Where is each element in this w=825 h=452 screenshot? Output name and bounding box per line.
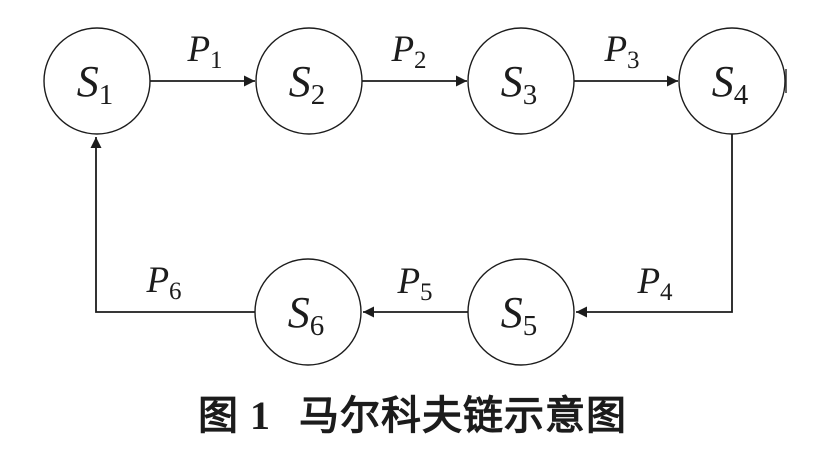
edge-label-p2: P2 [390, 29, 426, 74]
edge-s2-s3: P2 [362, 29, 467, 87]
edge-s5-s6: P5 [363, 261, 468, 318]
state-node-s1: S1 [43, 27, 151, 135]
edge-s3-s4: P3 [574, 29, 678, 87]
state-label-s2: S2 [289, 57, 326, 111]
arrow-s6-s1 [90, 137, 255, 313]
state-circle-s1 [43, 27, 151, 135]
state-label-s6: S6 [288, 288, 325, 342]
figure-caption: 图 1 马尔科夫链示意图 [0, 394, 825, 438]
state-node-s6: S6 [254, 258, 362, 366]
edge-s4-s5: P4 [576, 134, 733, 318]
state-label-s4: S4 [712, 57, 749, 111]
edge-label-p6: P6 [145, 260, 181, 305]
arrow-s4-s5 [576, 134, 733, 318]
state-circle-s4 [678, 27, 786, 135]
state-circle-s2 [255, 27, 363, 135]
edge-label-p1: P1 [186, 29, 222, 74]
edge-label-p5: P5 [396, 261, 432, 306]
edge-label-p3: P3 [603, 29, 639, 74]
edge-s1-s2: P1 [150, 29, 255, 87]
edge-s6-s1: P6 [90, 137, 255, 313]
figure-caption-title: 马尔科夫链示意图 [299, 393, 627, 438]
state-label-s1: S1 [77, 57, 114, 111]
state-node-s3: S3 [467, 27, 575, 135]
state-label-s3: S3 [501, 57, 538, 111]
nodes-layer: S1 S2 S3 S4 S5 S6 [43, 27, 787, 366]
state-node-s4: S4 [678, 27, 787, 135]
state-node-s5: S5 [467, 258, 575, 366]
figure-caption-label: 图 1 [198, 393, 271, 438]
state-label-s5: S5 [501, 288, 538, 342]
edges-layer: P1 P2 P3 P4 P5 P6 [90, 29, 733, 318]
state-circle-s5 [467, 258, 575, 366]
state-node-s2: S2 [255, 27, 363, 135]
state-circle-s6 [254, 258, 362, 366]
edge-label-p4: P4 [636, 261, 673, 306]
state-circle-s3 [467, 27, 575, 135]
